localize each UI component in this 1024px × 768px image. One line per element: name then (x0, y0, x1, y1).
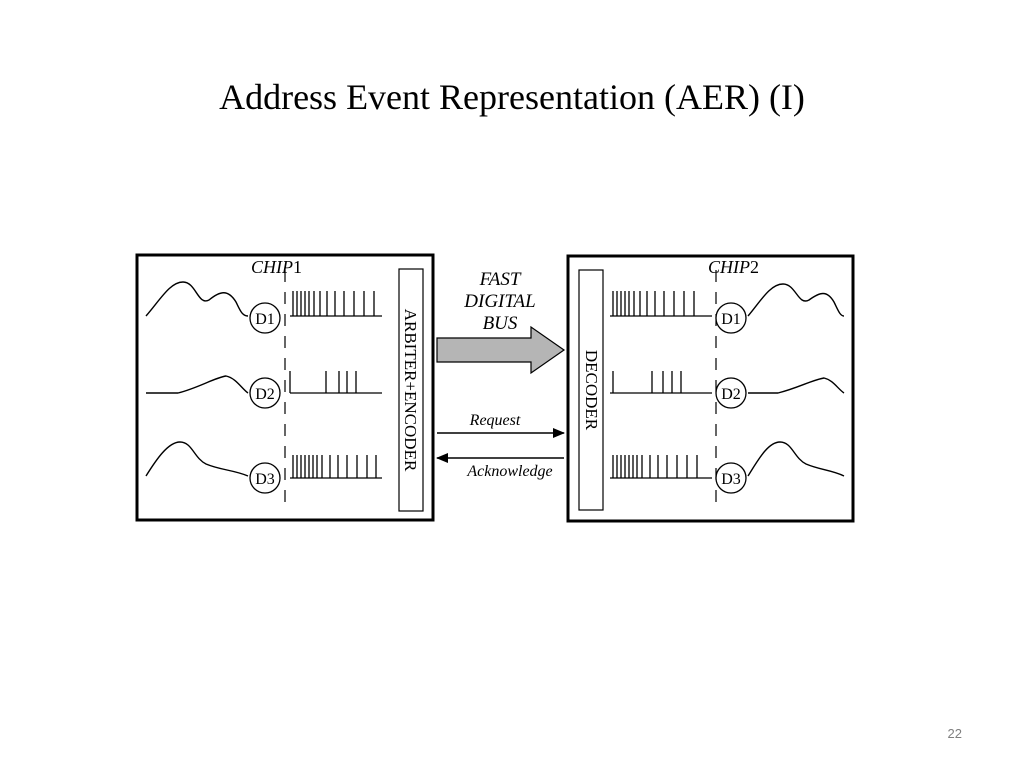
chip2-label: CHIP2 (708, 257, 759, 277)
chip1-neuron-d3 (249, 462, 281, 494)
chip1-waveform-d1 (145, 281, 249, 317)
chip1-panel: CHIP1 D1 D2 D3 (135, 253, 435, 522)
chip1-spike-train-d1 (290, 291, 382, 317)
chip1-neuron-d1 (249, 302, 281, 334)
chip1-neuron-d2 (249, 377, 281, 409)
chip2-neuron-d2 (715, 377, 747, 409)
bus-label-line2: DIGITAL (463, 291, 535, 312)
chip1-neuron-d3-label: D3 (255, 471, 275, 488)
decoder-block (578, 269, 604, 511)
chip1-neuron-d2-label: D2 (255, 386, 275, 403)
page-number: 22 (947, 726, 962, 741)
chip2-panel: CHIP2 DECODER D1 D2 (566, 254, 855, 523)
chip2-waveform-d2 (748, 377, 845, 394)
chip1-neuron-d1-label: D1 (255, 311, 275, 328)
chip1-waveform-d3 (145, 441, 249, 477)
decoder-label: DECODER (582, 350, 601, 431)
bus-label-line3: BUS (483, 313, 518, 334)
request-label: Request (469, 412, 521, 429)
chip2-neuron-d3-label: D3 (721, 471, 741, 488)
chip2-waveform-d3 (747, 441, 845, 477)
chip1-spike-train-d2 (289, 371, 382, 394)
chip2-spike-train-d2 (610, 371, 712, 394)
slide-title: Address Event Representation (AER) (I) (219, 77, 805, 117)
chip1-waveform-d2 (146, 375, 249, 394)
chip1-label: CHIP1 (251, 257, 302, 277)
chip2-neuron-d3 (715, 462, 747, 494)
chip2-neuron-d1 (715, 302, 747, 334)
acknowledge-label: Acknowledge (466, 463, 552, 480)
chip1-spike-train-d3 (290, 455, 382, 479)
chip2-spike-train-d1 (610, 291, 712, 317)
arbiter-encoder-block (398, 268, 424, 512)
arbiter-encoder-label: ARBITER+ENCODER (401, 309, 420, 472)
fast-digital-bus-arrow (436, 325, 566, 375)
chip2-neuron-d1-label: D1 (721, 311, 741, 328)
chip2-waveform-d1 (747, 283, 845, 317)
bus-section: FAST DIGITAL BUS Request Acknowledge (436, 269, 566, 480)
chip2-spike-train-d3 (610, 455, 712, 479)
bus-label-line1: FAST (479, 269, 522, 290)
chip2-neuron-d2-label: D2 (721, 386, 741, 403)
